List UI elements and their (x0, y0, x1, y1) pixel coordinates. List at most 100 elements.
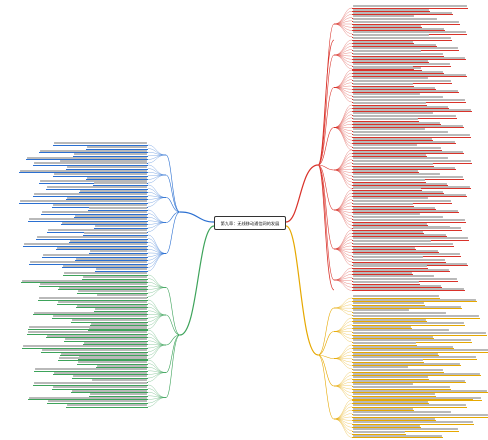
leaf-underline (40, 351, 148, 353)
leaf-text-placeholder (23, 243, 147, 246)
leaf-text-placeholder (91, 379, 147, 381)
leaf-text-placeholder (353, 233, 446, 236)
leaf-underline (352, 301, 478, 303)
leaf-underline (352, 86, 414, 87)
leaf-text-placeholder (353, 118, 418, 121)
leaf-underline (89, 325, 148, 327)
leaf-link-red (333, 162, 353, 171)
leaf-underline (352, 130, 427, 132)
hub-link-green (165, 334, 181, 373)
leaf-underline (46, 188, 148, 190)
leaf-link-yellow (333, 307, 353, 316)
leaf-underline (51, 388, 148, 390)
leaf-text-placeholder (353, 376, 428, 379)
leaf-underline (28, 263, 148, 265)
leaf-underline (352, 395, 436, 397)
leaf-link-yellow (333, 385, 353, 396)
hub-link-red (317, 87, 335, 166)
leaf-link-green (147, 359, 167, 373)
leaf-underline (352, 277, 436, 279)
leaf-link-blue (147, 213, 167, 223)
leaf-text-placeholder (353, 203, 413, 206)
leaf-underline (352, 175, 442, 177)
leaf-underline (352, 65, 452, 67)
leaf-text-placeholder (353, 105, 449, 108)
leaf-text-placeholder (48, 229, 147, 231)
leaf-text-placeholder (353, 359, 423, 362)
leaf-underline (352, 385, 414, 387)
leaf-text-placeholder (353, 43, 436, 46)
leaf-underline (352, 372, 444, 373)
leaf-link-blue (147, 197, 167, 207)
leaf-text-placeholder (82, 276, 147, 278)
leaf-link-yellow (333, 301, 353, 309)
leaf-underline (19, 172, 148, 174)
leaf-text-placeholder (353, 70, 444, 73)
leaf-link-red (333, 11, 353, 25)
leaf-text-placeholder (353, 115, 456, 118)
leaf-text-placeholder (353, 349, 488, 352)
leaf-underline (88, 210, 148, 211)
leaf-underline (352, 311, 410, 313)
leaf-underline (63, 275, 148, 276)
leaf-underline (65, 406, 148, 408)
leaf-text-placeholder (353, 431, 405, 434)
leaf-underline (27, 220, 148, 222)
leaf-underline (352, 212, 459, 214)
leaf-underline (36, 238, 148, 240)
leaf-text-placeholder (353, 393, 435, 396)
leaf-text-placeholder (353, 295, 439, 298)
leaf-text-placeholder (353, 216, 443, 219)
leaf-text-placeholder (27, 331, 147, 333)
leaf-text-placeholder (353, 332, 486, 335)
leaf-text-placeholder (353, 312, 446, 315)
leaf-text-placeholder (353, 414, 488, 417)
leaf-underline (352, 159, 450, 161)
leaf-link-yellow (333, 344, 353, 359)
leaf-underline (352, 92, 459, 94)
leaf-link-yellow (333, 358, 353, 369)
leaf-link-yellow (333, 418, 353, 438)
leaf-text-placeholder (95, 225, 147, 228)
leaf-text-placeholder (353, 318, 427, 321)
leaf-underline (352, 268, 428, 269)
leaf-underline (52, 175, 148, 177)
leaf-underline (58, 360, 148, 361)
leaf-text-placeholder (353, 417, 436, 420)
leaf-link-blue (147, 154, 167, 164)
leaf-underline (352, 36, 430, 38)
leaf-link-red (333, 279, 353, 288)
leaf-underline (352, 403, 430, 405)
leaf-underline (352, 108, 450, 110)
leaf-text-placeholder (353, 329, 449, 331)
leaf-link-yellow (333, 317, 353, 332)
leaf-underline (352, 351, 488, 353)
leaf-underline (352, 365, 462, 367)
root-topic[interactable]: 第九章：无线移动通信网的发展 (214, 216, 286, 230)
leaf-underline (70, 321, 148, 323)
leaf-underline (352, 117, 457, 119)
leaf-underline (66, 168, 148, 170)
leaf-underline (352, 30, 445, 32)
leaf-text-placeholder (75, 214, 147, 217)
leaf-underline (47, 403, 148, 404)
leaf-underline (41, 213, 148, 215)
leaf-underline (352, 378, 429, 380)
leaf-underline (352, 121, 419, 122)
leaf-underline (352, 156, 427, 158)
leaf-underline (88, 330, 148, 331)
leaf-underline (352, 124, 442, 126)
leaf-text-placeholder (353, 342, 416, 345)
leaf-text-placeholder (353, 80, 451, 83)
leaf-text-placeholder (90, 250, 147, 253)
leaf-text-placeholder (76, 304, 147, 307)
leaf-underline (352, 338, 435, 340)
leaf-text-placeholder (353, 134, 470, 137)
leaf-link-green (147, 397, 167, 407)
leaf-text-placeholder (353, 89, 458, 92)
leaf-underline (39, 152, 148, 154)
leaf-underline (47, 231, 148, 233)
leaf-text-placeholder (353, 240, 431, 243)
leaf-link-red (333, 267, 353, 281)
leaf-text-placeholder (353, 77, 429, 79)
